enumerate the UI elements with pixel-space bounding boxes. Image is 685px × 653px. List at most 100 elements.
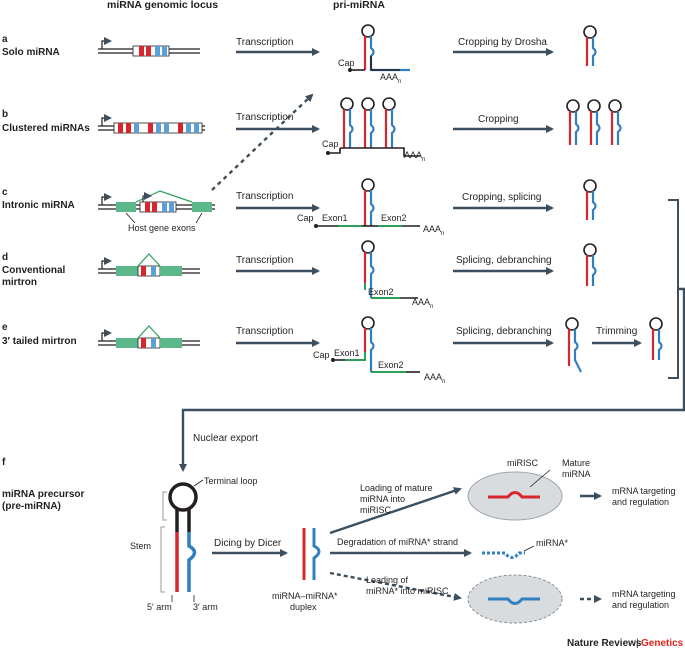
- polya-subscript: n: [398, 79, 401, 85]
- pre-mirna-product: [583, 25, 597, 66]
- degraded-mirna-star: [482, 551, 525, 559]
- row-e: e 3′ tailed mirtron Transcription Cap Ex: [2, 316, 663, 385]
- polya-subscript: n: [442, 379, 445, 385]
- row-a: a Solo miRNA Transcription Cap AAAn Crop…: [2, 24, 597, 85]
- row-label: Clustered miRNAs: [2, 123, 90, 134]
- cropping-label: Cropping by Drosha: [458, 37, 547, 48]
- promoter-arrow-icon: [101, 37, 112, 49]
- loading-mature-arrow: [329, 487, 462, 535]
- cap-label: Cap: [338, 58, 355, 68]
- pre-mirna-product: [583, 179, 597, 220]
- pre-mirna-product: [583, 243, 597, 286]
- terminal-loop-label: Terminal loop: [204, 476, 258, 486]
- mature-label-line1: Mature: [562, 458, 590, 468]
- row-letter: a: [2, 34, 8, 45]
- right-bracket: [668, 199, 679, 379]
- mirna-star-label: miRNA*: [536, 538, 568, 548]
- pre-mirna-large: [168, 482, 198, 592]
- polya-label: AAAn: [412, 297, 433, 310]
- splicing-label: Splicing, debranching: [456, 326, 552, 337]
- pre-mirna-product: [649, 317, 663, 360]
- row-b: b Clustered miRNAs Transcription: [2, 97, 622, 163]
- row-label: Solo miRNA: [2, 47, 60, 58]
- row-label-line1: Conventional: [2, 265, 66, 276]
- promoter-arrow-icon: [101, 193, 112, 205]
- gene-locus: [98, 253, 200, 277]
- row-letter: d: [2, 252, 8, 263]
- pre-mirna-products: [566, 99, 622, 145]
- pri-mirna-hairpin: [348, 24, 410, 72]
- pri-mirna-intronic: [314, 178, 420, 228]
- loading-star-line2: miRNA* into miRISC: [366, 586, 449, 596]
- duplex-label-line1: miRNA–miRNA*: [272, 591, 338, 601]
- credit-separator: |: [636, 638, 639, 649]
- journal-name: Nature Reviews: [567, 638, 642, 649]
- splicing-label: Splicing, debranching: [456, 255, 552, 266]
- gene-locus: [98, 114, 205, 134]
- mature-label-line2: miRNA: [562, 469, 591, 479]
- precursor-bracket: [162, 491, 167, 521]
- gene-locus: [98, 325, 200, 349]
- transcription-label: Transcription: [236, 112, 293, 123]
- gene-locus: [98, 37, 200, 57]
- loading-star-line1: Loading of: [366, 575, 409, 585]
- pri-mirna-mirtron: [361, 240, 418, 299]
- exon1-label: Exon1: [322, 213, 348, 223]
- targeting-label-line2: and regulation: [612, 497, 669, 507]
- mirisc-label: miRISC: [507, 458, 538, 468]
- exon1-label: Exon1: [334, 348, 360, 358]
- row-d: d Conventional mirtron Transcription Exo…: [2, 240, 597, 310]
- targeting-star-line2: and regulation: [612, 600, 669, 610]
- panel-letter: f: [2, 457, 6, 468]
- row-c: c Intronic miRNA Host gene exons Transcr…: [2, 178, 597, 237]
- mirna-duplex: [302, 528, 321, 580]
- loading-star-arrow: [329, 571, 462, 601]
- panel-f: f miRNA precursor (pre-miRNA) Terminal l…: [2, 457, 676, 624]
- arm5-label: 5′ arm: [147, 602, 172, 612]
- journal-credit: Nature Reviews | Genetics: [567, 638, 684, 649]
- degradation-label: Degradation of miRNA* strand: [337, 537, 458, 547]
- promoter-arrow-icon: [101, 329, 112, 341]
- host-gene-exons-label: Host gene exons: [128, 223, 196, 233]
- loading-mature-line1: Loading of mature: [360, 483, 433, 493]
- transcription-label: Transcription: [236, 326, 293, 337]
- loading-mature-line3: miRISC: [360, 505, 391, 515]
- stem-label: Stem: [130, 541, 151, 551]
- polya-subscript: n: [430, 304, 433, 310]
- stem-bracket: [160, 526, 165, 593]
- polya-subscript: n: [422, 157, 425, 163]
- targeting-star-line1: mRNA targeting: [612, 589, 676, 599]
- precursor-label-line2: (pre-miRNA): [2, 501, 61, 512]
- row-letter: e: [2, 322, 8, 333]
- polya-label: AAAn: [423, 224, 444, 237]
- transcription-label: Transcription: [236, 37, 293, 48]
- row-label: Intronic miRNA: [2, 200, 75, 211]
- row-label: 3′ tailed mirtron: [2, 336, 77, 347]
- mirisc-complex-star: [467, 574, 563, 624]
- nuclear-export-label: Nuclear export: [193, 433, 258, 444]
- duplex-label-line2: duplex: [290, 602, 317, 612]
- intronic-transcription-dotted-arrow: [211, 93, 314, 191]
- polya-subscript: n: [441, 231, 444, 237]
- nuclear-export-connector: [179, 287, 685, 472]
- journal-section: Genetics: [641, 638, 684, 649]
- row-label-line2: mirtron: [2, 277, 37, 288]
- cropping-splicing-label: Cropping, splicing: [462, 192, 542, 203]
- genomic-locus-header: miRNA genomic locus: [107, 0, 218, 11]
- row-letter: b: [2, 109, 8, 120]
- loading-mature-line2: miRNA into: [360, 494, 405, 504]
- cropping-label: Cropping: [478, 114, 519, 125]
- transcription-label: Transcription: [236, 255, 293, 266]
- transcription-label: Transcription: [236, 191, 293, 202]
- row-letter: c: [2, 187, 8, 198]
- cap-label: Cap: [313, 350, 330, 360]
- exon2-label: Exon2: [378, 360, 404, 370]
- trimming-label: Trimming: [596, 326, 637, 337]
- arm3-label: 3′ arm: [193, 602, 218, 612]
- precursor-label-line1: miRNA precursor: [2, 489, 85, 500]
- polya-label: AAAn: [424, 372, 445, 385]
- pri-mirna-tailed-mirtron: [331, 316, 420, 373]
- cap-label: Cap: [297, 213, 314, 223]
- dicing-label: Dicing by Dicer: [214, 538, 282, 549]
